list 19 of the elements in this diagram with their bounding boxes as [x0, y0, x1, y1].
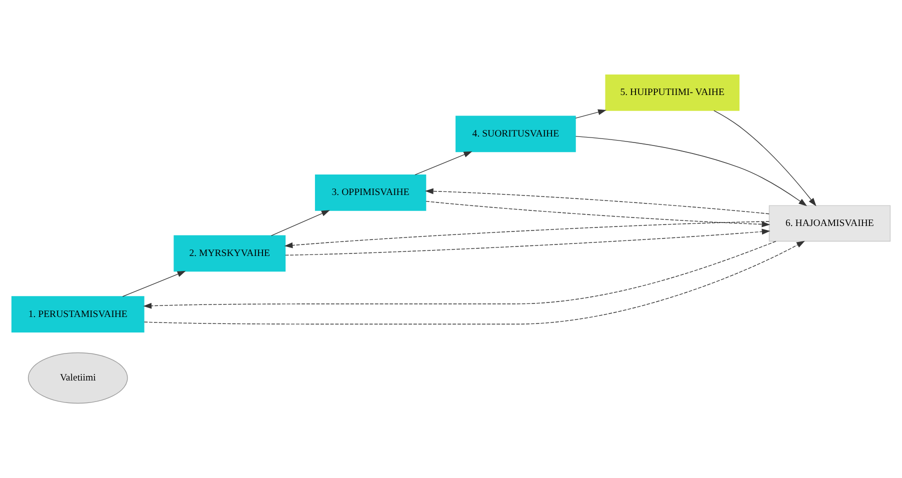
arrow [284, 221, 770, 248]
node-box: 3. OPPIMISVAIHE [314, 174, 426, 211]
node-box: 2. MYRSKYVAIHE [174, 235, 286, 272]
arrow [270, 210, 330, 236]
arrow [714, 110, 816, 206]
node-box: 6. HAJOAMISVAIHE [768, 205, 891, 242]
arrow [122, 270, 186, 297]
node-box: 1. PERUSTAMISVAIHE [11, 296, 144, 333]
arrow [144, 240, 805, 324]
arrow [426, 200, 770, 228]
arrow [575, 109, 606, 119]
arrow [414, 151, 472, 176]
arrow [284, 228, 770, 256]
arrow [424, 188, 770, 214]
node-box: 4. SUORITUSVAIHE [456, 116, 576, 152]
arrow [143, 240, 776, 309]
node-box: 5. HUIPPUTIIMI- VAIHE [605, 74, 740, 111]
arrow [575, 136, 808, 206]
node-ellipse: Valetiimi [28, 352, 128, 404]
